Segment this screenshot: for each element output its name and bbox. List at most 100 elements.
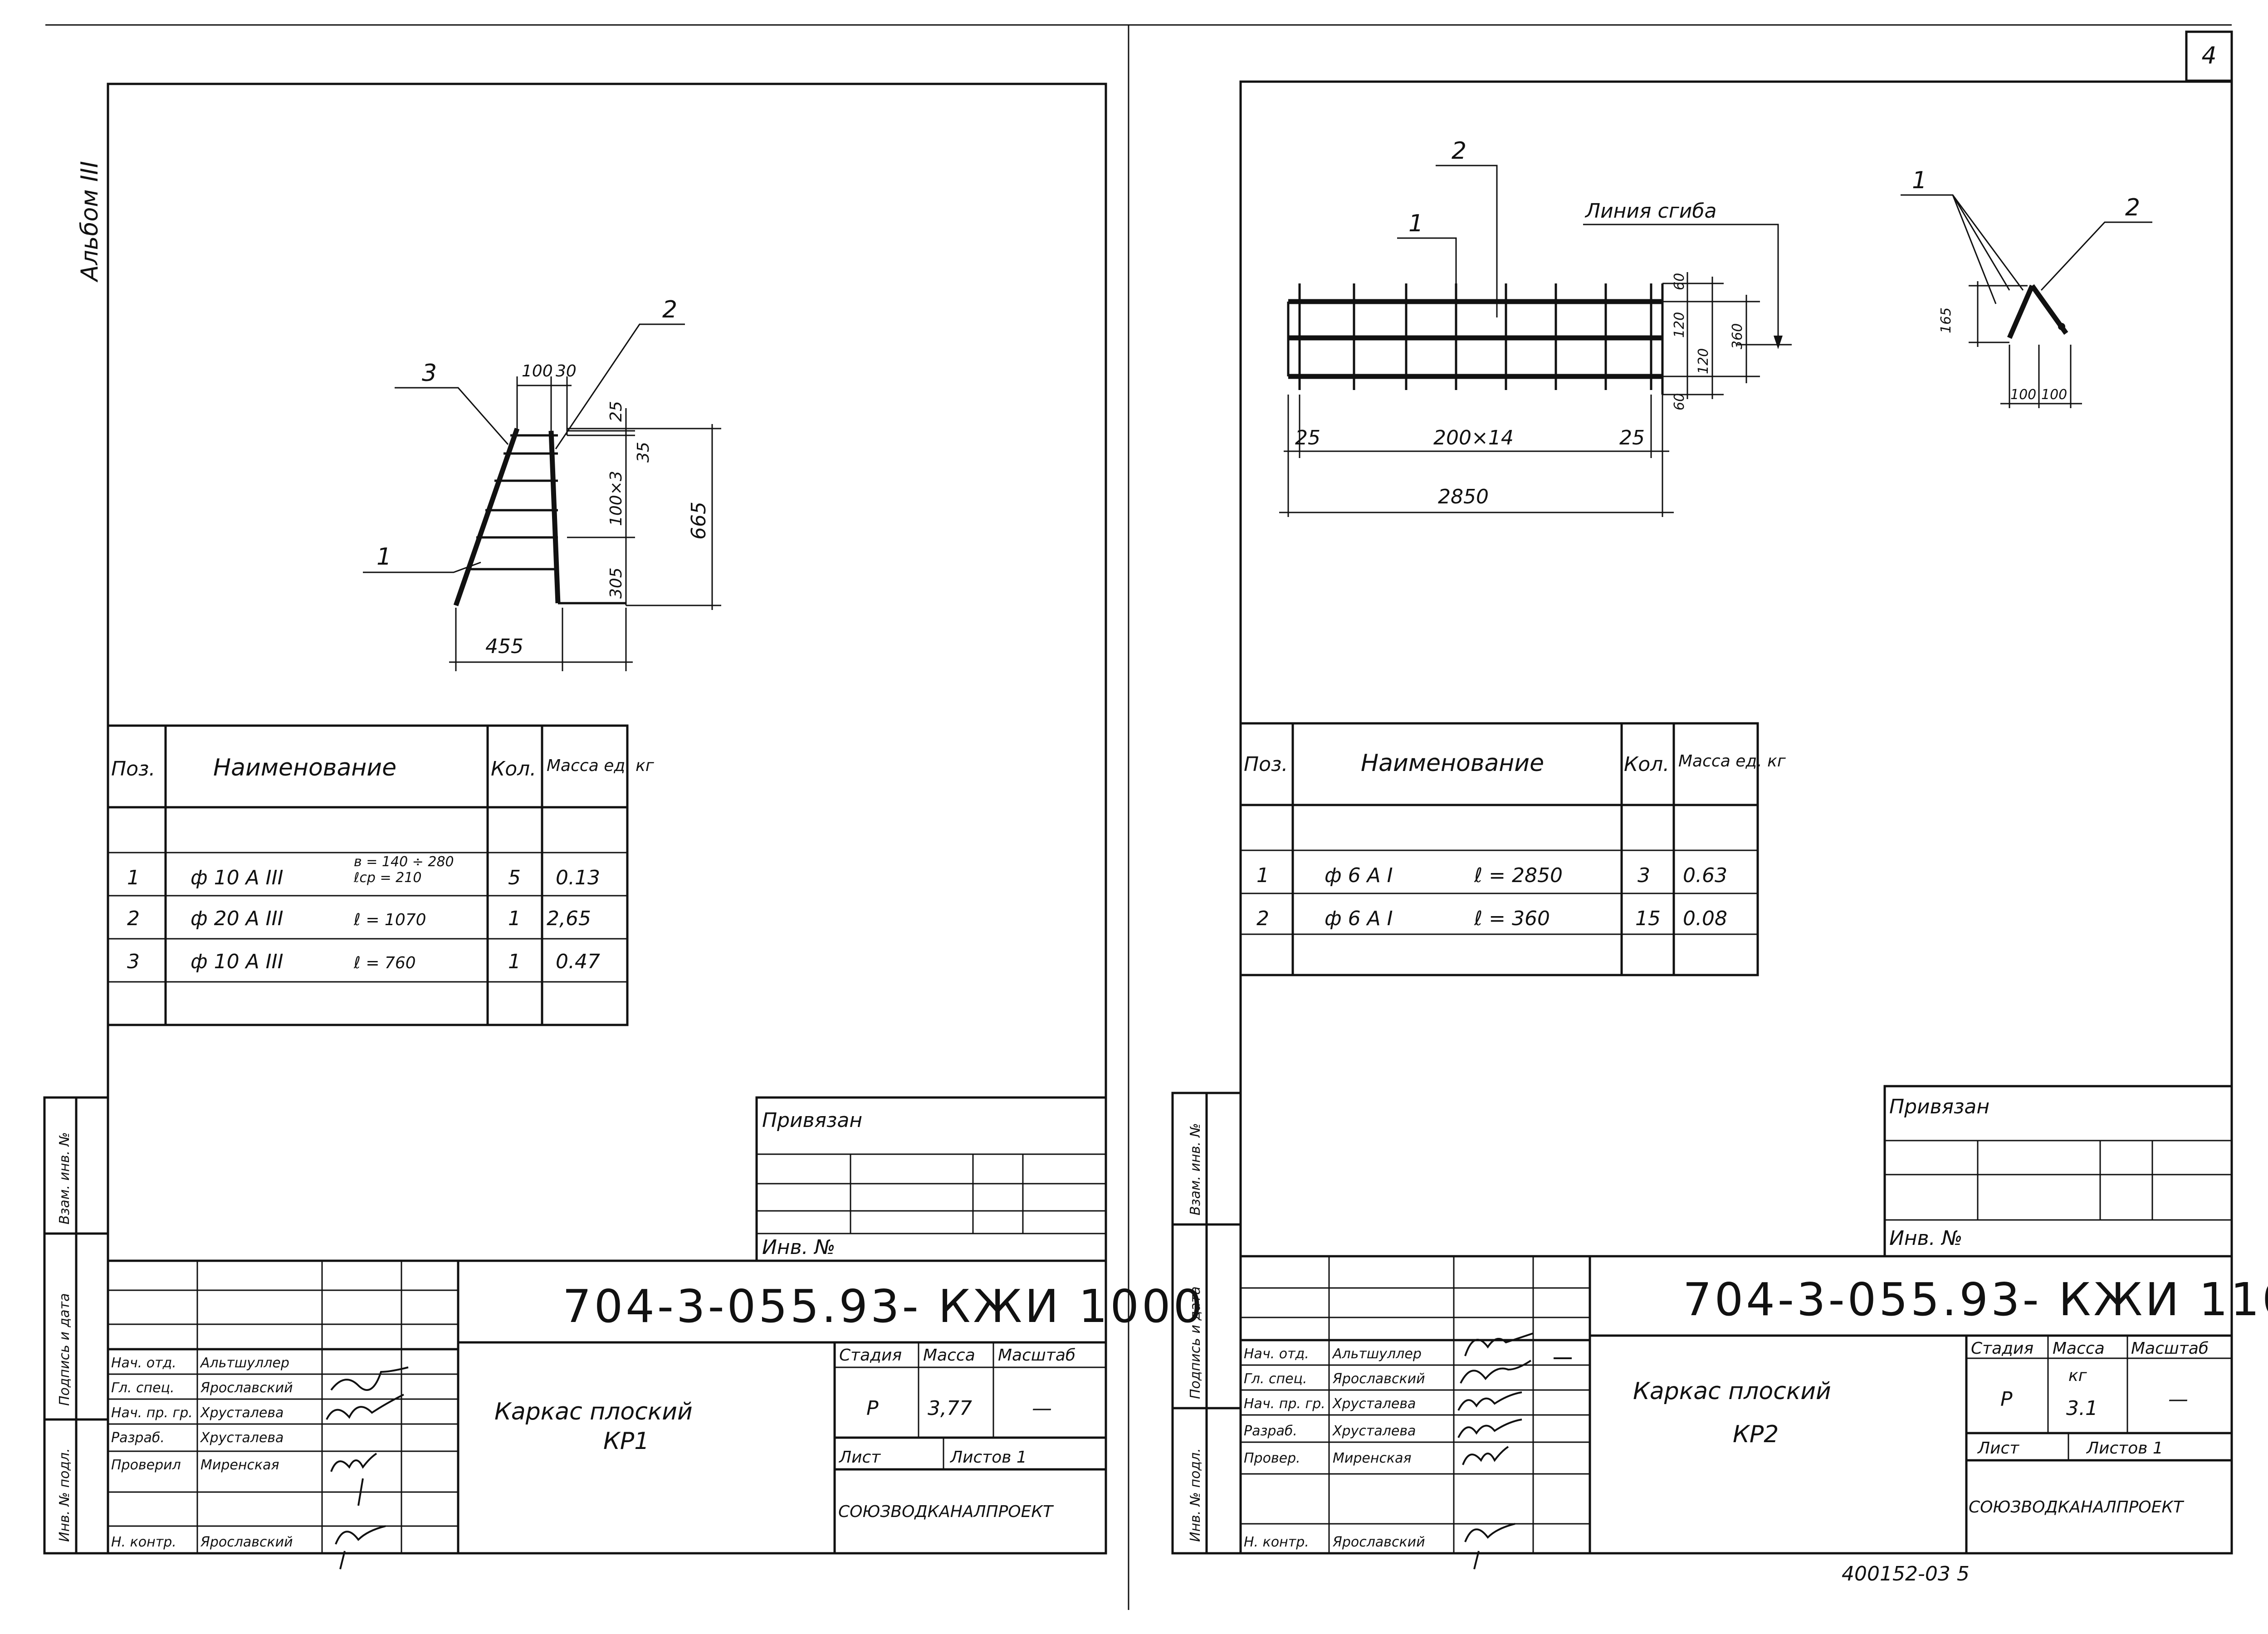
drawing-label: 0.47: [556, 950, 600, 973]
drawing-label: Нач. пр. гр.: [111, 1405, 193, 1421]
drawing-label: —: [1032, 1397, 1052, 1420]
footer-code: 400152-03 5: [1842, 1562, 1970, 1585]
drawing-line: [1774, 336, 1783, 349]
drawing-label: Ярославский: [200, 1534, 293, 1550]
left-title-block: Нач. отд. Альтшуллер Гл. спец. Ярославск…: [107, 1259, 1202, 1570]
drawing-label: 120: [1672, 312, 1687, 338]
right-drawing-kr2: 2 1 Линия сгиба 60 120 120 360 60 25: [1279, 137, 1792, 517]
table-row: 3 ф 10 А III ℓ = 760 1 0.47: [127, 950, 600, 973]
org-name: СОЮЗВОДКАНАЛПРОЕКТ: [838, 1502, 1054, 1521]
drawing-label: 200×14: [1433, 426, 1514, 449]
drawing-label: Миренская: [1333, 1450, 1412, 1466]
org-name: СОЮЗВОДКАНАЛПРОЕКТ: [1969, 1498, 2185, 1517]
drawing-label: в = 140 ÷ 280: [354, 854, 454, 870]
drawing-label: 30: [556, 362, 577, 380]
drawing-label: ф 10 А III: [191, 866, 284, 889]
drawing-label: 0.63: [1683, 864, 1727, 887]
doc-code: 704-3-055.93- КЖИ 1100: [1683, 1273, 2268, 1326]
drawing-line: [107, 1259, 1107, 1555]
col-name-header: Наименование: [213, 754, 396, 781]
drawing-label: 2850: [1438, 485, 1489, 508]
drawing-label: Хрусталева: [200, 1430, 284, 1446]
album-label: Альбом III: [76, 161, 103, 283]
drawing-label: 2,65: [547, 907, 591, 930]
drawing-label: Н. контр.: [111, 1534, 176, 1550]
signature-1: [1464, 1332, 1572, 1359]
drawing-label: Масса ед. кг: [1678, 752, 1786, 771]
drawing-label: Альтшуллер: [1332, 1346, 1422, 1362]
drawing-label: Нач. отд.: [111, 1355, 176, 1371]
callout-3: 3: [422, 360, 437, 387]
left-side-stamp: Инв. № подл. Подпись и дата Взам. инв. №: [43, 1096, 109, 1555]
drawing-label: Ярославский: [1332, 1371, 1425, 1387]
drawing-label: 25: [607, 401, 626, 422]
right-section-view: 1 2 165 100 100: [1901, 167, 2152, 408]
drawing-label: 0.13: [556, 866, 600, 889]
drawing-label: 1: [508, 907, 521, 930]
drawing-label: 100: [2010, 387, 2036, 403]
drawing-label: Подпись и дата: [1188, 1287, 1203, 1400]
drawing-label: Гл. спец.: [1244, 1371, 1307, 1387]
drawing-label: Масштаб: [2131, 1339, 2209, 1358]
drawing-label: 100: [522, 362, 553, 380]
right-sheet: 2 1 Линия сгиба 60 120 120 360 60 25: [1171, 80, 2268, 1585]
doc-subtitle: КР1: [603, 1428, 649, 1455]
drawing-label: 3: [127, 950, 140, 973]
drawing-label: 3.1: [2066, 1397, 2098, 1420]
page-number-box: 4: [2185, 30, 2233, 82]
drawing-label: Привязан: [1889, 1095, 1989, 1118]
drawing-label: Гл. спец.: [111, 1380, 174, 1396]
left-frame: [107, 83, 1107, 1555]
drawing-label: Стадия: [839, 1346, 902, 1365]
col-pos-header: Поз.: [111, 757, 155, 780]
signature-1: [330, 1366, 409, 1391]
leader-2: [2040, 221, 2152, 291]
drawing-label: Провер.: [1244, 1450, 1300, 1466]
right-title-block: Нач. отд. Альтшуллер Гл. спец. Ярославск…: [1239, 1255, 2268, 1570]
drawing-label: Масса: [923, 1346, 975, 1365]
drawing-label: 25: [1619, 426, 1645, 449]
table-row: 2 ф 20 А III ℓ = 1070 1 2,65: [127, 907, 591, 930]
drawing-label: Кол.: [1624, 753, 1669, 776]
drawing-label: Проверил: [111, 1457, 181, 1473]
drawing-label: 665: [687, 502, 710, 540]
drawing-label: ф 10 А III: [191, 950, 284, 973]
drawing-label: Подпись и дата: [57, 1293, 73, 1406]
drawing-label: ф 6 А I: [1325, 907, 1393, 930]
drawing-label: Наименование: [1361, 750, 1544, 777]
drawing-label: 100×3: [607, 471, 626, 526]
signature-3: [330, 1453, 377, 1506]
bend-line-label: Линия сгиба: [1584, 200, 1717, 223]
doc-title: Каркас плоский: [1633, 1378, 1831, 1405]
drawing-label: ℓ = 360: [1474, 907, 1550, 930]
leader-2: [555, 323, 685, 449]
drawing-label: 35: [634, 442, 653, 463]
drawing-label: 120: [1696, 348, 1711, 374]
drawing-label: 360: [1730, 323, 1745, 349]
col-mass-header: Масса ед. кг: [547, 756, 655, 775]
drawing-label: Листов 1: [949, 1448, 1027, 1467]
drawing-label: —: [2168, 1388, 2188, 1411]
drawing-label: Инв. № подл.: [57, 1448, 73, 1542]
drawing-label: 2: [1256, 907, 1269, 930]
left-sheet: 3 2 1 100 30 25 35 100×3 305 665: [43, 83, 1202, 1570]
drawing-label: 60: [1672, 273, 1687, 290]
drawing-label: Разраб.: [111, 1430, 165, 1446]
drawing-label: 60: [1672, 393, 1687, 410]
drawing-label: 2: [2125, 194, 2140, 221]
signature-4: [335, 1525, 386, 1570]
drawing-label: Хрусталева: [200, 1405, 284, 1421]
callout-2: 2: [662, 296, 677, 323]
drawing-label: Миренская: [200, 1457, 279, 1473]
drawing-line: [1239, 722, 1759, 976]
drawing-line: [1239, 1255, 2233, 1555]
drawing-label: Альтшуллер: [200, 1355, 289, 1371]
callout-2: 2: [1452, 137, 1466, 165]
drawing-label: ф 6 А I: [1325, 864, 1393, 887]
right-side-stamp: Инв. № подл. Подпись и дата Взам. инв. №: [1171, 1092, 1242, 1555]
drawing-label: 3,77: [928, 1397, 972, 1420]
drawing-label: Ярославский: [1332, 1534, 1425, 1550]
signature-6: [1464, 1523, 1515, 1570]
drawing-label: Масштаб: [998, 1346, 1075, 1365]
